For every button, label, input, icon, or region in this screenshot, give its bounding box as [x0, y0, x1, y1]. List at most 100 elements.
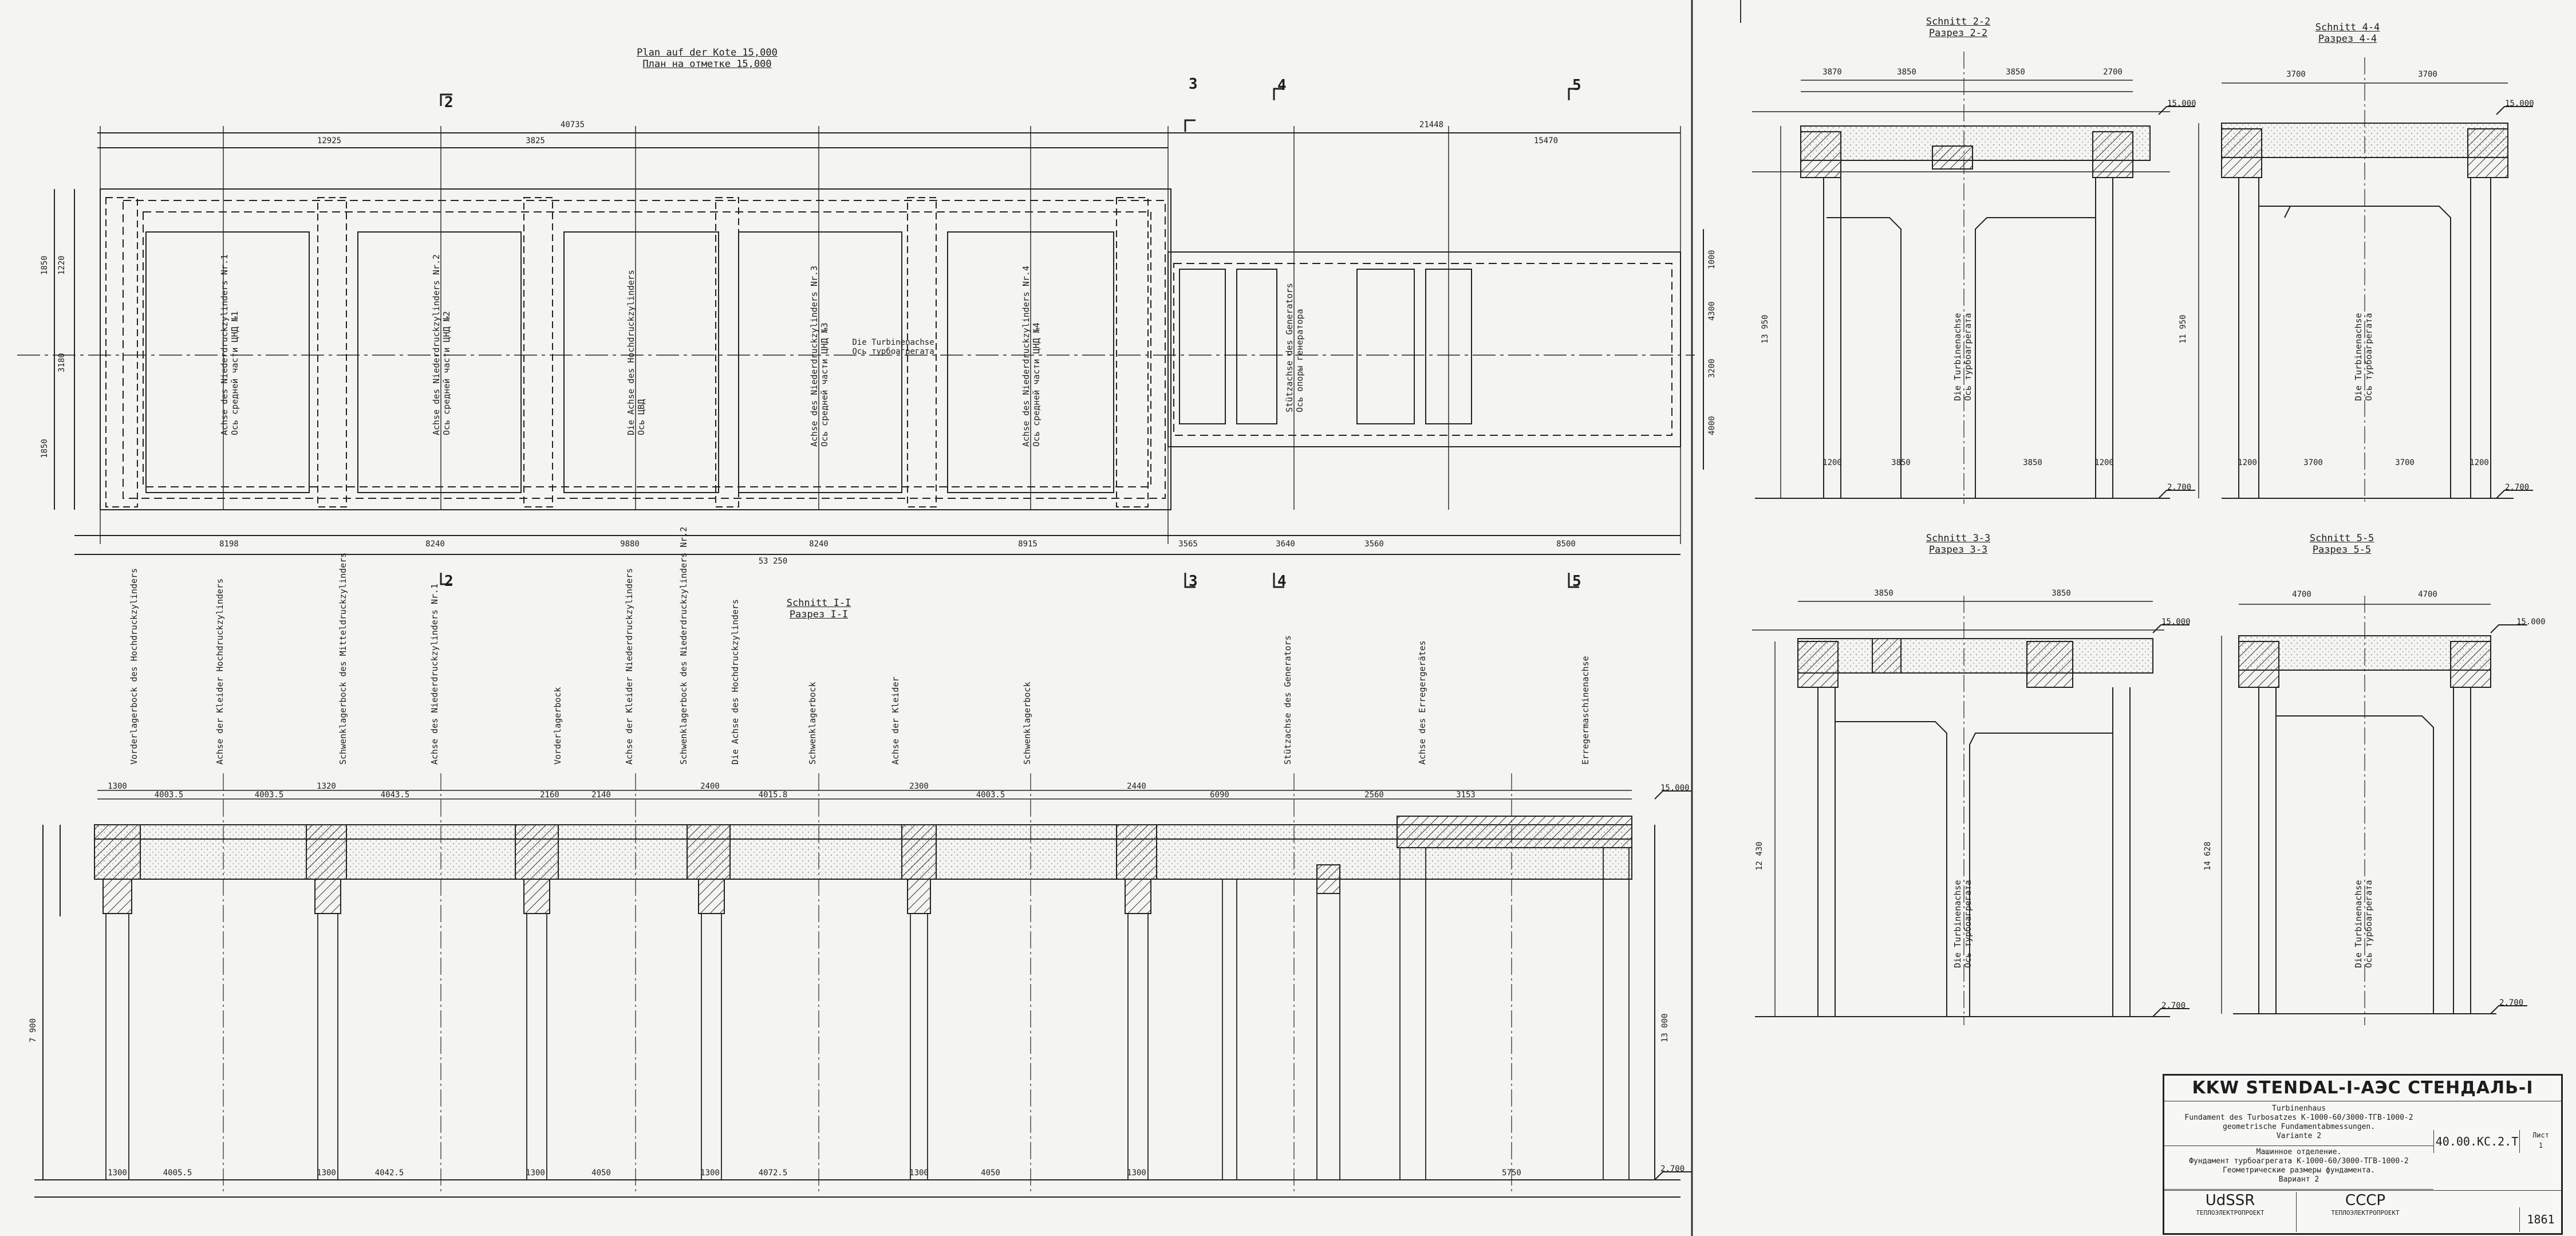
- section-3-3-bottom-level: 2.700: [2161, 1001, 2186, 1010]
- plan-top-dim: 3825: [526, 136, 545, 145]
- section-4-4-bottom-level: 2.700: [2505, 483, 2530, 492]
- plan-top-dim: 15470: [1533, 136, 1559, 145]
- section-5-5: [2221, 596, 2496, 1025]
- section-1-1-top-dim: 4003.5: [976, 790, 1005, 800]
- section-4-4-height: 11 950: [2179, 314, 2188, 344]
- title-block-country-de: UdSSR ТЕПЛОЭЛЕКТРОПРОЕКТ: [2196, 1192, 2265, 1217]
- section-1-1-bottom-dim: 4042.5: [374, 1168, 404, 1178]
- section-1-1-top-dim: 4003.5: [254, 790, 284, 800]
- section-1-1-axis-label: Erregermaschinenachse: [1580, 656, 1591, 765]
- title-block: KKW STENDAL-I-АЭС СТЕНДАЛЬ-I Turbinenhau…: [2163, 1074, 2563, 1235]
- section-1-1-top-dim: 2160: [540, 790, 559, 800]
- plan-view: [17, 88, 1704, 588]
- section-4-4-dim: 3700: [2303, 458, 2323, 467]
- section-1-1-top-dim: 4003.5: [154, 790, 184, 800]
- plan-bottom-dim: 8500: [1556, 540, 1576, 549]
- section-1-1-axis-label: Vorderlagerbock des Hochdruckzylinders: [129, 568, 139, 765]
- plan-left-dim: 1220: [57, 255, 66, 275]
- plan-right-dim: 4000: [1707, 416, 1717, 435]
- section-1-1-top-dim: 4043.5: [380, 790, 410, 800]
- section-2-2-dim: 3850: [2023, 458, 2042, 467]
- section-1-1-bottom-dim: 1300: [526, 1168, 545, 1178]
- plan-total-dim: 53 250: [758, 557, 788, 566]
- section-1-1-bottom-dim: 1300: [108, 1168, 127, 1178]
- section-1-1-top-dim: 4015.8: [758, 790, 788, 800]
- section-5-5-bottom-level: 2.700: [2499, 998, 2524, 1007]
- section-2-2: [1752, 52, 2170, 504]
- level-markers: [1654, 106, 2533, 1180]
- section-1-1-top-dim: 2300: [909, 782, 929, 791]
- plan-bottom-dim: 8240: [425, 540, 445, 549]
- level-bottom: 2.700: [1660, 1164, 1685, 1174]
- section-1-1-bottom-dim: 5750: [1502, 1168, 1521, 1178]
- section-1-1-bottom-dim: 4050: [981, 1168, 1000, 1178]
- section-2-2-bottom-level: 2.700: [2167, 483, 2192, 492]
- section-3-3: [1752, 596, 2170, 1025]
- plan-bottom-dim: 3560: [1364, 540, 1384, 549]
- title-block-description-ru: Машинное отделение. Фундамент турбоагрег…: [2164, 1146, 2433, 1190]
- section-1-1-bottom-dim: 4072.5: [758, 1168, 788, 1178]
- section-3-3-level: 15.000: [2161, 617, 2191, 627]
- section-1-1-axis-label: Achse der Kleider Hochdruckzylinders: [215, 578, 225, 765]
- section-1-1-axis-label: Achse des Niederdruckzylinders Nr.1: [429, 583, 440, 765]
- section-2-2-height: 13 950: [1761, 314, 1770, 344]
- section-1-1-axis-label: Vorderlagerbock: [553, 687, 563, 765]
- plan-bottom-dim: 9880: [620, 540, 640, 549]
- section-4-4-dim: 3700: [2395, 458, 2415, 467]
- section-4-4-level: 15.000: [2505, 99, 2534, 108]
- plan-title-ru: План на отметке 15,000: [642, 58, 772, 70]
- section-1-1-axis-label: Schwenklagerbock: [1022, 682, 1032, 765]
- plan-bottom-dim: 8240: [809, 540, 829, 549]
- grid-mark-4-lower: 4: [1277, 573, 1287, 590]
- section-2-2-dim: 3850: [1891, 458, 1911, 467]
- section-1-1: [34, 773, 1680, 1198]
- section-1-1-top-dim: 2440: [1127, 782, 1146, 791]
- plan-top-dim: 12925: [317, 136, 342, 145]
- section-1-1-bottom-dim: 1300: [909, 1168, 929, 1178]
- section-1-1-height: 7 900: [29, 1018, 38, 1042]
- section-3-3-dim: 3850: [1874, 589, 1893, 598]
- title-block-sheet: Лист 1: [2519, 1130, 2562, 1153]
- section-2-2-dim: 1200: [2094, 458, 2114, 467]
- grid-mark-5-lower: 5: [1572, 573, 1581, 590]
- section-5-5-dim: 4700: [2418, 590, 2437, 599]
- title-block-country-ru: СССР ТЕПЛОЭЛЕКТРОПРОЕКТ: [2296, 1192, 2434, 1232]
- section-1-1-axis-label: Schwenklagerbock des Niederdruckzylinder…: [678, 526, 689, 765]
- plan-bottom-dim: 8915: [1018, 540, 1037, 549]
- section-1-1-top-dim: 2400: [700, 782, 720, 791]
- plan-title-de: Plan auf der Kote 15,000: [637, 47, 778, 58]
- section-5-5-level: 15.000: [2516, 617, 2546, 627]
- section-1-1-axis-label: Die Achse des Hochdruckzylinders: [730, 599, 740, 765]
- plan-top-dim: 21448: [1419, 120, 1444, 129]
- section-1-1-axis-label: Achse des Erregergerätes: [1417, 640, 1427, 765]
- section-2-2-dim: 2700: [2103, 68, 2123, 77]
- section-1-1-axis-label: Schwenklagerbock: [807, 682, 818, 765]
- section-1-1-top-dim: 2140: [591, 790, 611, 800]
- section-1-1-bottom-dim: 1300: [1127, 1168, 1146, 1178]
- section-2-2-dim: 1200: [1822, 458, 1842, 467]
- section-1-1-bottom-dim: 4005.5: [163, 1168, 192, 1178]
- section-1-1-axis-label: Achse der Kleider: [890, 676, 901, 765]
- section-4-4: [2198, 57, 2514, 504]
- section-2-2-level: 15.000: [2167, 99, 2196, 108]
- section-4-4-dim: 1200: [2238, 458, 2257, 467]
- section-1-1-bottom-dim: 1300: [700, 1168, 720, 1178]
- plan-bottom-dim: 3565: [1178, 540, 1198, 549]
- section-1-1-axis-label: Achse der Kleider Niederdruckzylinders: [624, 568, 634, 765]
- section-2-2-dim: 3850: [2006, 68, 2025, 77]
- title-block-description-de: Turbinenhaus Fundament des Turbosatzes K…: [2164, 1102, 2433, 1146]
- section-4-4-dim: 1200: [2470, 458, 2489, 467]
- grid-mark-2-lower: 2: [444, 573, 453, 590]
- title-block-code: 40.00.КС.2.Т: [2433, 1130, 2520, 1153]
- section-5-5-height: 14 628: [2203, 841, 2212, 871]
- grid-mark-2: 2: [444, 94, 453, 111]
